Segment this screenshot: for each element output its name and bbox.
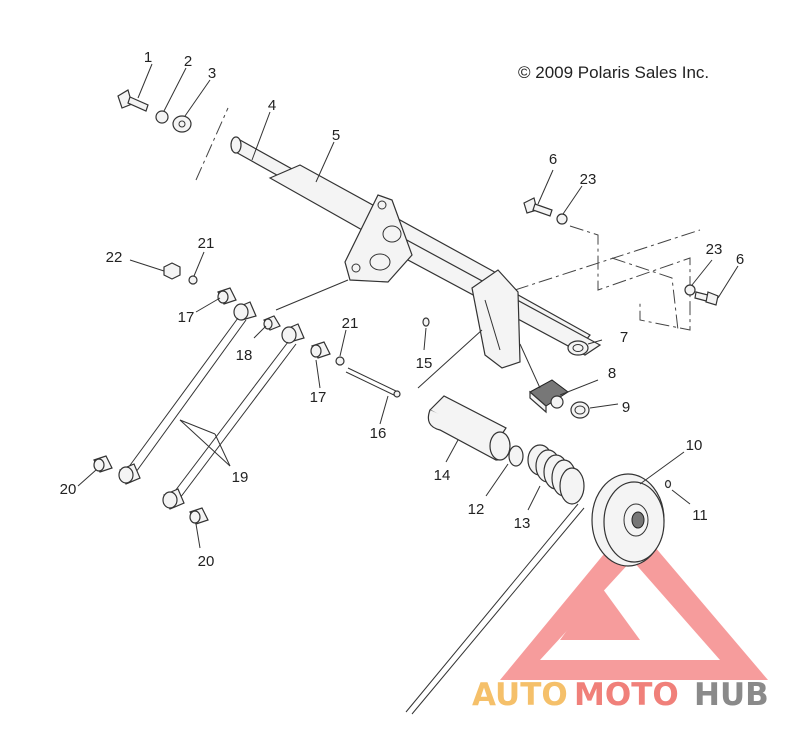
callout-13: 13 — [514, 515, 531, 532]
callout-22: 22 — [106, 249, 123, 266]
spring-13 — [405, 444, 585, 715]
callout-6-right: 6 — [736, 251, 744, 268]
bushing-17-mid — [310, 341, 331, 359]
callout-10: 10 — [686, 437, 703, 454]
callout-8: 8 — [608, 365, 616, 382]
axle-tube — [230, 136, 602, 356]
callout-12: 12 — [468, 501, 485, 518]
bolt-6-top — [523, 197, 553, 217]
callout-23-top: 23 — [580, 171, 597, 188]
washer-21-top — [188, 275, 198, 285]
washer-9 — [570, 401, 590, 419]
watermark-moto: MOTO — [574, 677, 679, 713]
callout-labels: 1 2 3 4 5 6 23 23 6 22 21 17 18 21 17 15… — [60, 49, 745, 570]
nut-22 — [163, 262, 181, 280]
pulley-10 — [591, 473, 665, 567]
callout-3: 3 — [208, 65, 216, 82]
bushing-17-top — [217, 287, 237, 305]
callout-18: 18 — [236, 347, 253, 364]
leader-lines — [77, 63, 739, 549]
bushing-18 — [263, 315, 281, 331]
callout-17-top: 17 — [178, 309, 195, 326]
callout-1: 1 — [144, 49, 152, 66]
callout-11: 11 — [692, 507, 708, 524]
washer-23-right — [684, 284, 696, 296]
callout-21-top: 21 — [198, 235, 215, 252]
grease-fitting-15 — [422, 317, 430, 327]
callout-7: 7 — [620, 329, 628, 346]
adjuster-8 — [529, 379, 569, 414]
callout-5: 5 — [332, 127, 340, 144]
callout-4: 4 — [268, 97, 276, 114]
swing-arm-block — [471, 269, 521, 369]
callout-19: 19 — [232, 469, 249, 486]
callout-15: 15 — [416, 355, 433, 372]
centerline-right — [514, 229, 701, 291]
clip-11 — [664, 479, 672, 489]
right-bracket-dashed — [569, 225, 691, 331]
washer-3 — [172, 115, 192, 133]
callout-14: 14 — [434, 467, 451, 484]
bushing-20-bottom — [189, 507, 209, 525]
callout-9: 9 — [622, 399, 630, 416]
watermark-logo: AUTO MOTO HUB — [472, 677, 769, 713]
bolt-6-right — [694, 291, 719, 306]
link-rods-19 — [118, 301, 305, 510]
callout-16: 16 — [370, 425, 387, 442]
copyright-text: © 2009 Polaris Sales Inc. — [518, 63, 709, 82]
mount-bracket — [344, 194, 413, 283]
washer-2 — [155, 110, 169, 124]
washer-12 — [508, 445, 524, 467]
bushing-20-left — [93, 455, 113, 473]
pin-16 — [345, 367, 401, 398]
spacer-14 — [427, 395, 511, 461]
washer-23-top — [556, 213, 568, 225]
callout-20-bottom: 20 — [198, 553, 215, 570]
callout-23-right: 23 — [706, 241, 723, 258]
callout-21-mid: 21 — [342, 315, 359, 332]
callout-17-mid: 17 — [310, 389, 327, 406]
callout-6-top: 6 — [549, 151, 557, 168]
bolt-1 — [117, 89, 149, 112]
callout-2: 2 — [184, 53, 192, 70]
centerline-left — [195, 107, 229, 181]
callout-20-left: 20 — [60, 481, 77, 498]
watermark-auto: AUTO — [472, 677, 568, 713]
washer-21-mid — [335, 356, 345, 366]
watermark-hub: HUB — [694, 677, 769, 713]
